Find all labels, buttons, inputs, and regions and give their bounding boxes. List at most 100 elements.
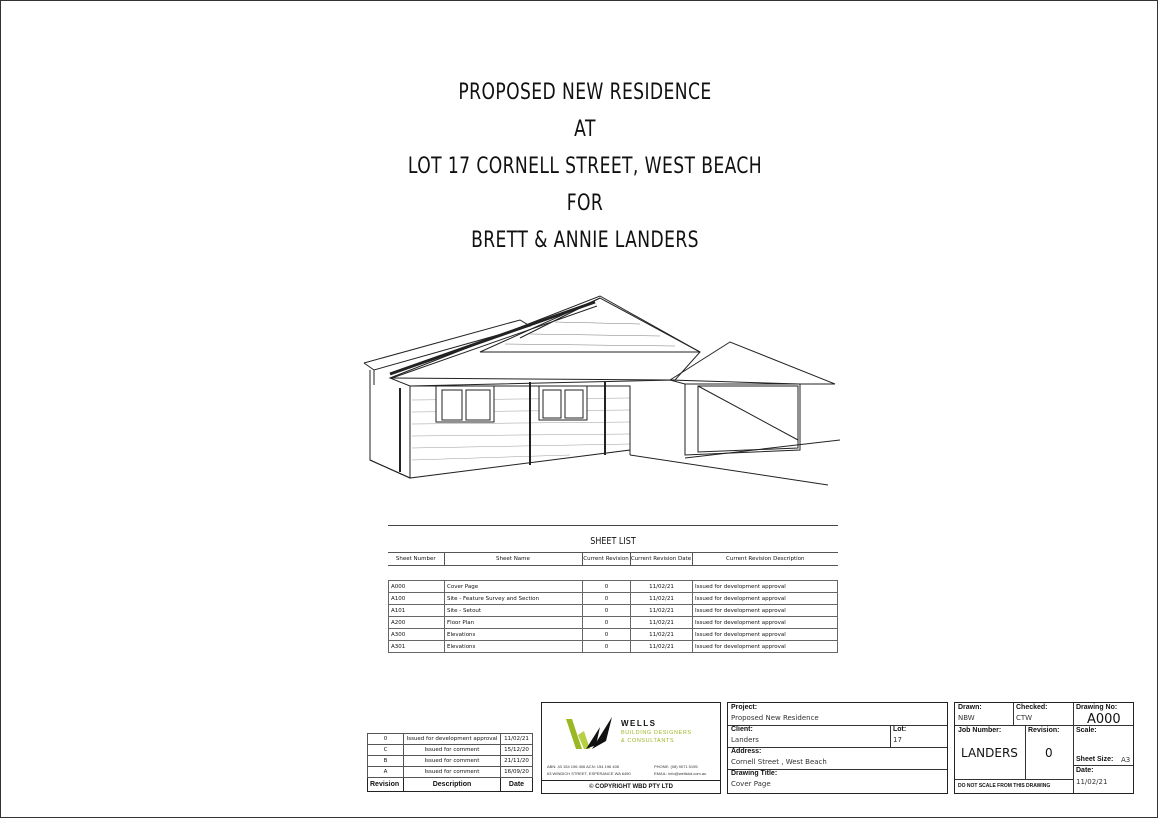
sheet-name: Floor Plan	[444, 616, 583, 629]
company-panel: WELLS BUILDING DESIGNERS & CONSULTANTS A…	[541, 702, 721, 794]
revision-code: B	[367, 755, 404, 767]
divider	[1073, 703, 1074, 793]
revision-code: C	[367, 744, 404, 756]
job-number-value: LANDERS	[961, 746, 1018, 760]
table-row: C Issued for comment 15/12/20	[367, 744, 533, 756]
sheet-revision-description: Issued for development approval	[692, 580, 838, 593]
checked-label: Checked:	[1016, 704, 1048, 711]
sheet-number: A200	[388, 616, 445, 629]
drawing-title-row: Drawing Title: Cover Page	[728, 769, 947, 791]
revision-label: Revision:	[1028, 727, 1060, 734]
revision-description: Issued for comment	[403, 766, 501, 778]
project-panel: Project: Proposed New Residence Client: …	[727, 702, 948, 794]
divider	[1025, 725, 1026, 779]
sheet-list: SHEET LIST Sheet Number Sheet Name Curre…	[388, 525, 838, 653]
client-row: Client: Landers Lot: 17	[728, 725, 947, 748]
divider	[955, 725, 1073, 726]
house-perspective-drawing	[363, 295, 840, 486]
divider	[542, 780, 720, 781]
sheet-number: A301	[388, 640, 445, 653]
address-value: Cornell Street , West Beach	[731, 758, 827, 766]
drawn-label: Drawn:	[958, 704, 982, 711]
column-header: Current Revision Date	[629, 552, 692, 566]
revision-date: 11/02/21	[500, 733, 533, 745]
table-row: A200 Floor Plan 0 11/02/21 Issued for de…	[388, 616, 838, 629]
sheet-revision: 0	[582, 604, 631, 617]
heading-line: PROPOSED NEW RESIDENCE	[458, 80, 712, 105]
sheet-revision: 0	[582, 616, 631, 629]
project-row: Project: Proposed New Residence	[728, 703, 947, 726]
company-address: 63 WINDICH STREET, ESPERANCE WA 6450	[547, 771, 631, 776]
sheet-number: A300	[388, 628, 445, 641]
revision-code: 0	[367, 733, 404, 745]
revision-table: 0 Issued for development approval 11/02/…	[367, 733, 533, 792]
client-value: Landers	[731, 736, 759, 744]
drawing-title-label: Drawing Title:	[731, 770, 778, 777]
revision-date: 16/09/20	[500, 766, 533, 778]
sheet-list-title: SHEET LIST	[590, 536, 636, 547]
revision-description: Issued for comment	[403, 744, 501, 756]
drawing-info-panel: Drawn: NBW Checked: CTW Drawing No: A000…	[954, 702, 1134, 794]
scale-warning: DO NOT SCALE FROM THIS DRAWING	[958, 783, 1051, 789]
revision-description: Issued for comment	[403, 755, 501, 767]
company-tagline: BUILDING DESIGNERS & CONSULTANTS	[621, 729, 692, 745]
scale-label: Scale:	[1076, 727, 1097, 734]
sheet-revision: 0	[582, 628, 631, 641]
sheet-number: A100	[388, 592, 445, 605]
date-label: Date:	[1076, 767, 1094, 774]
heading-line: FOR	[566, 191, 604, 216]
column-header: Current Revision Description	[691, 552, 838, 566]
sheet-size-label: Sheet Size:	[1076, 756, 1114, 763]
sheet-revision-date: 11/02/21	[630, 628, 693, 641]
sheet-list-header: Sheet Number Sheet Name Current Revision…	[388, 552, 838, 566]
revision-date: 15/12/20	[500, 744, 533, 756]
sheet-revision-date: 11/02/21	[630, 580, 693, 593]
table-row: A000 Cover Page 0 11/02/21 Issued for de…	[388, 580, 838, 593]
sheet-size-value: A3	[1121, 756, 1131, 764]
drawn-value: NBW	[958, 714, 975, 722]
sheet-name: Elevations	[444, 628, 583, 641]
table-row: A300 Elevations 0 11/02/21 Issued for de…	[388, 628, 838, 641]
checked-value: CTW	[1016, 714, 1033, 722]
company-tagline-line: & CONSULTANTS	[621, 738, 675, 744]
sheet-revision-description: Issued for development approval	[692, 604, 838, 617]
column-header: Current Revision	[581, 552, 630, 566]
sheet-revision-date: 11/02/21	[630, 640, 693, 653]
heading-line: BRETT & ANNIE LANDERS	[471, 228, 699, 253]
company-phone: PHONE: (08) 9071 5195	[654, 764, 698, 769]
drawing-number-label: Drawing No:	[1076, 704, 1118, 711]
column-header: Revision	[367, 777, 404, 792]
table-row: B Issued for comment 21/11/20	[367, 755, 533, 767]
date-value: 11/02/21	[1076, 778, 1108, 786]
revision-description: Issued for development approval	[403, 733, 501, 745]
sheet-revision: 0	[582, 640, 631, 653]
drawing-number-value: A000	[1087, 712, 1121, 727]
table-row: A Issued for comment 16/09/20	[367, 766, 533, 778]
heading-line: LOT 17 CORNELL STREET, WEST BEACH	[407, 154, 763, 179]
drawing-title-value: Cover Page	[731, 780, 771, 788]
sheet-name: Cover Page	[444, 580, 583, 593]
column-header: Sheet Number	[388, 552, 444, 566]
divider	[1013, 703, 1014, 725]
table-row: 0 Issued for development approval 11/02/…	[367, 733, 533, 745]
revision-code: A	[367, 766, 404, 778]
sheet-name: Site - Feature Survey and Section	[444, 592, 583, 605]
table-row: A101 Site - Setout 0 11/02/21 Issued for…	[388, 604, 838, 617]
lot-label: Lot:	[893, 726, 907, 733]
divider	[1073, 765, 1133, 766]
sheet-revision-date: 11/02/21	[630, 616, 693, 629]
column-header: Description	[403, 777, 501, 792]
lot-value: 17	[893, 736, 902, 744]
table-row: A100 Site - Feature Survey and Section 0…	[388, 592, 838, 605]
copyright-notice: © COPYRIGHT WBD PTY LTD	[589, 784, 673, 790]
company-tagline-line: BUILDING DESIGNERS	[621, 730, 692, 736]
sheet-name: Site - Setout	[444, 604, 583, 617]
address-label: Address:	[731, 748, 762, 755]
sheet-number: A000	[388, 580, 445, 593]
column-header: Sheet Name	[443, 552, 582, 566]
divider	[890, 725, 891, 747]
sheet-revision: 0	[582, 580, 631, 593]
sheet-revision-date: 11/02/21	[630, 592, 693, 605]
revision-value: 0	[1045, 746, 1053, 760]
sheet-revision-description: Issued for development approval	[692, 616, 838, 629]
